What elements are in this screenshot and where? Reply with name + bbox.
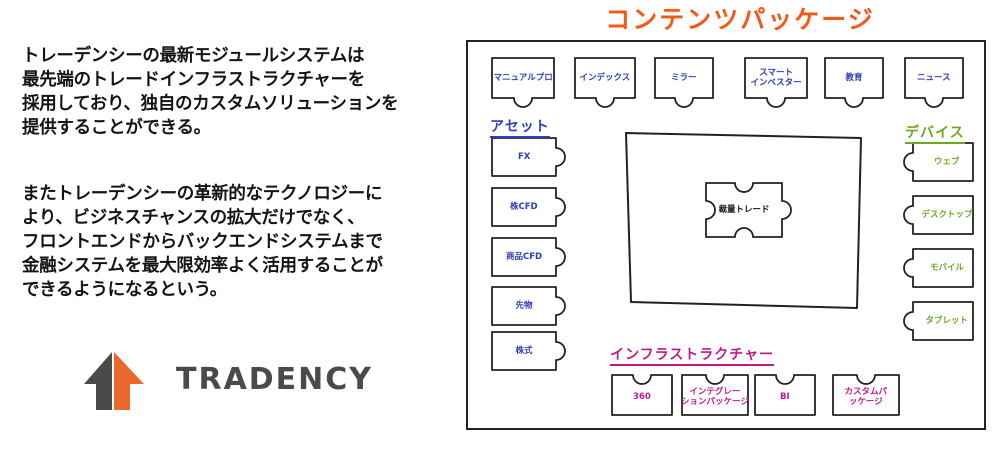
asset-piece (491, 137, 566, 177)
asset-piece (491, 331, 566, 371)
piece-label-line: インテグレー (689, 387, 741, 397)
piece-label-line: ッケージ (848, 397, 883, 407)
technology-line: またトレーデンシーの革新的なテクノロジーに (22, 184, 383, 204)
infra-piece (681, 374, 749, 416)
asset-piece (491, 237, 566, 277)
piece-label-line: カスタムパ (844, 387, 888, 397)
asset-piece-label: 株CFD (510, 202, 538, 212)
device-piece-label: ウェブ (934, 157, 960, 167)
top-piece-label: ニュース (917, 73, 951, 83)
device-piece (903, 195, 974, 235)
top-piece-label: 教育 (846, 73, 863, 83)
top-piece (574, 57, 636, 108)
intro-line: 最先端のトレードインフラストラクチャーを (22, 70, 365, 90)
top-piece-label: マニュアルプロ (494, 73, 553, 83)
center-canvas (625, 132, 862, 309)
asset-piece (491, 286, 566, 326)
piece-label-line: BI (780, 392, 790, 402)
device-piece (903, 301, 974, 341)
top-piece-label: スマートインベスター (751, 68, 802, 88)
intro-paragraph: トレーデンシーの最新モジュールシステムは 最先端のトレードインフラストラクチャー… (22, 44, 452, 140)
logo-wordmark: TRADENCY (176, 362, 374, 397)
device-piece-label: タブレット (925, 316, 969, 326)
infra-piece (832, 374, 900, 416)
piece-label-line: マニュアルプロ (493, 73, 553, 83)
infra-piece-label: 360 (633, 392, 651, 402)
top-piece (654, 57, 714, 108)
piece-label-line: スマート (759, 68, 793, 78)
asset-section-title: アセット (490, 116, 550, 138)
piece-label-line: 教育 (845, 73, 863, 83)
asset-piece-label: 先物 (515, 301, 533, 311)
device-piece-label: デスクトップ (921, 210, 973, 220)
technology-paragraph: またトレーデンシーの革新的なテクノロジーに より、ビジネスチャンスの拡大だけでな… (22, 182, 452, 302)
infra-piece (611, 374, 673, 416)
piece-label-line: インベスター (750, 78, 802, 88)
arrow-logo-icon (84, 352, 144, 410)
technology-line: より、ビジネスチャンスの拡大だけでなく、 (22, 208, 365, 228)
technology-line: フロントエンドからバックエンドシステムまで (22, 232, 383, 252)
piece-label-line: 360 (633, 392, 651, 402)
tradency-logo: TRADENCY (82, 350, 392, 412)
intro-line: 採用しており、独自のカスタムソリューションを (22, 94, 399, 114)
infra-piece-label: BI (780, 392, 790, 402)
infra-piece (754, 374, 816, 416)
technology-line: 金融システムを最大限効率よく活用することが (22, 256, 383, 276)
device-piece (903, 142, 974, 182)
top-piece-label: インデックス (580, 73, 631, 83)
top-piece (744, 57, 808, 108)
intro-line: トレーデンシーの最新モジュールシステムは (22, 46, 365, 66)
device-piece-label: モバイル (930, 263, 965, 273)
asset-piece (491, 187, 566, 227)
piece-label-line: ションパッケージ (681, 397, 749, 407)
piece-label-line: ニュース (917, 73, 951, 83)
diagram-title: コンテンツパッケージ (605, 5, 875, 34)
intro-line: 提供することができる。 (22, 118, 211, 138)
top-piece (824, 57, 884, 108)
infra-section-title: インフラストラクチャー (610, 344, 775, 366)
device-section-title: デバイス (905, 122, 965, 144)
center-piece-label: 裁量トレード (718, 205, 770, 215)
top-piece (904, 57, 964, 108)
asset-piece-label: 商品CFD (506, 252, 543, 262)
infra-piece-label: インテグレーションパッケージ (681, 387, 749, 407)
piece-label-line: インデックス (579, 73, 631, 83)
device-piece (903, 248, 974, 288)
top-piece (491, 57, 555, 108)
infra-piece-label: カスタムパッケージ (845, 387, 888, 407)
asset-piece-label: 株式 (515, 346, 533, 356)
asset-piece-label: FX (518, 152, 531, 162)
technology-line: できるようになるという。 (22, 280, 227, 300)
center-piece (705, 182, 792, 238)
piece-label-line: ミラー (671, 73, 697, 83)
top-piece-label: ミラー (671, 73, 697, 83)
